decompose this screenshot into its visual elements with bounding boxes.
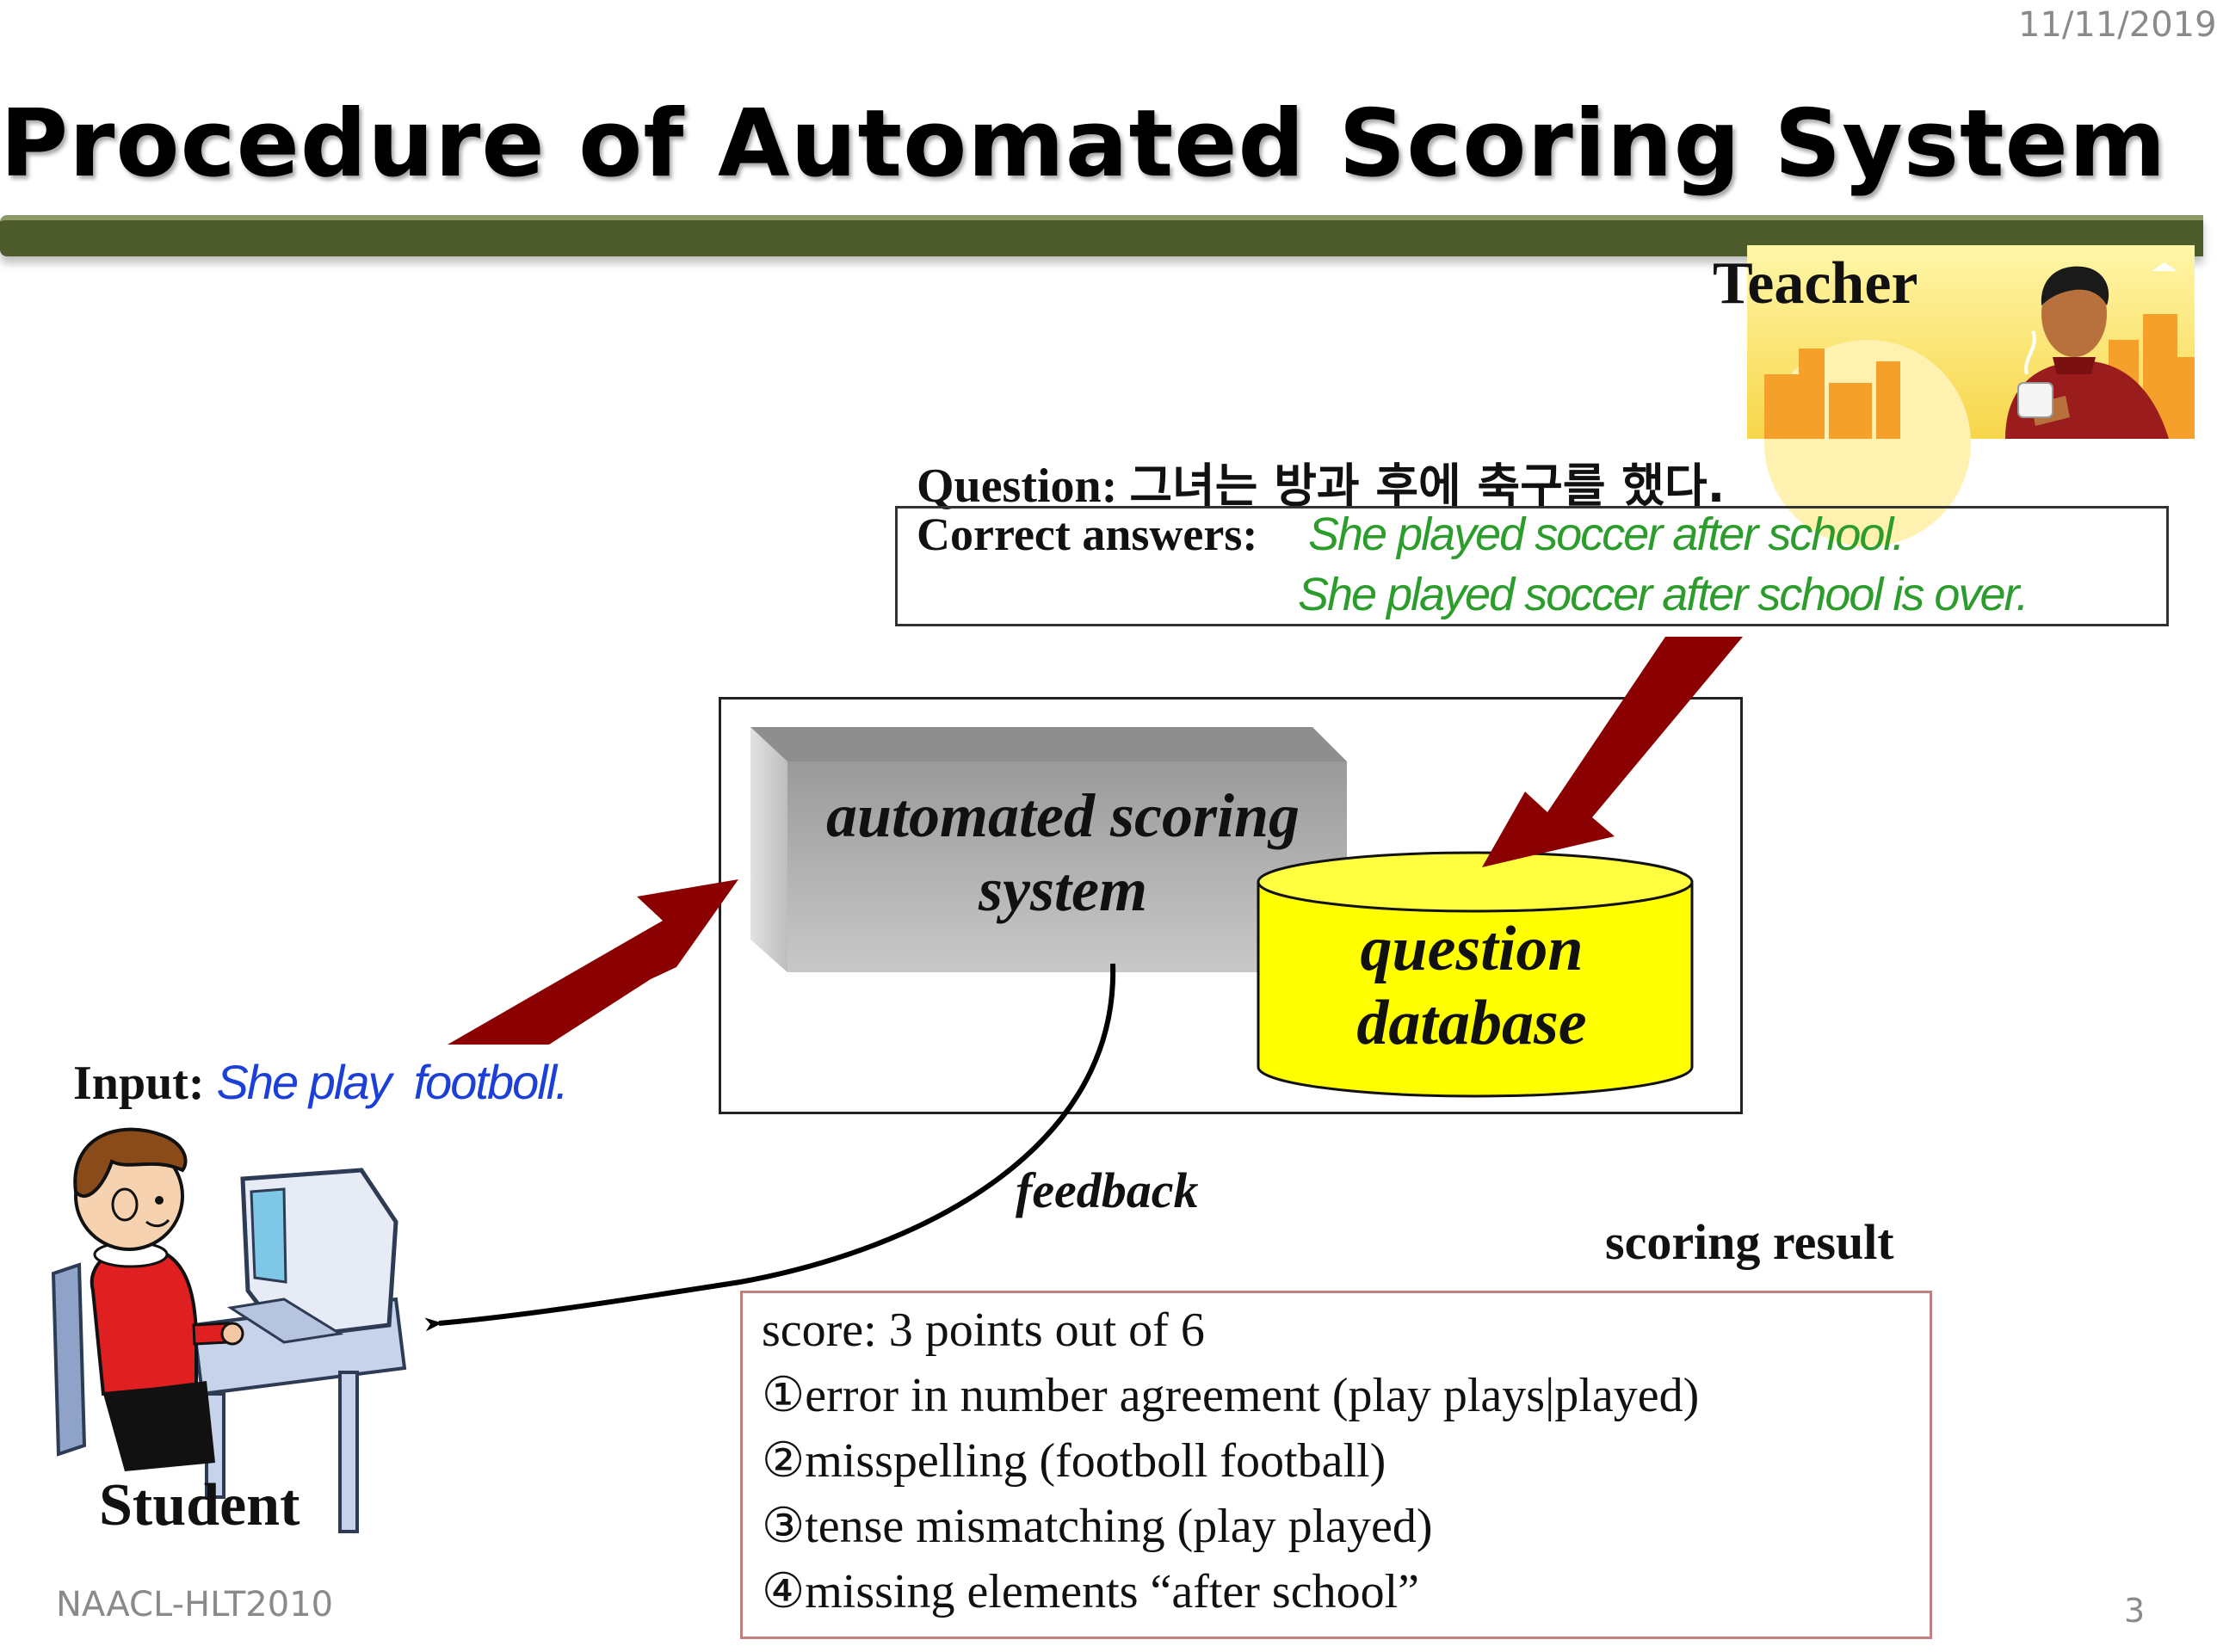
teacher-label: Teacher	[1713, 250, 1918, 317]
correct-answer-1: She played soccer after school.	[1308, 509, 1905, 560]
scoring-result-lines: score: 3 points out of 6 ①error in numbe…	[762, 1298, 1699, 1624]
input-line: Input: She play footboll.	[73, 1054, 569, 1111]
error-item-3: ③tense mismatching (play played)	[762, 1500, 1433, 1553]
database-cylinder	[1257, 851, 1694, 1098]
input-label: Input:	[73, 1057, 205, 1110]
scoring-system-block	[750, 727, 1347, 972]
scoring-system-label: automated scoring system	[825, 781, 1300, 924]
input-value: She play footboll.	[216, 1055, 569, 1109]
question-line: Question: 그녀는 방과 후에 축구를 했다.	[917, 447, 1725, 515]
feedback-arrow	[424, 963, 1116, 1332]
error-item-4: ④missing elements “after school”	[762, 1565, 1419, 1618]
system-frame	[719, 697, 1743, 1114]
scoring-result-box	[740, 1291, 1932, 1639]
question-text: 그녀는 방과 후에 축구를 했다.	[1129, 459, 1726, 513]
error-item-1: ①error in number agreement (play plays|p…	[762, 1369, 1700, 1422]
correct-answers-box	[895, 506, 2169, 626]
score-line: score: 3 points out of 6	[762, 1304, 1205, 1357]
footer-venue: NAACL-HLT2010	[56, 1585, 334, 1624]
date-stamp: 11/11/2019	[2018, 5, 2217, 45]
error-item-2: ②misspelling (footboll football)	[762, 1434, 1386, 1488]
input-to-system-arrow	[448, 879, 738, 1045]
feedback-label: feedback	[1016, 1162, 1199, 1218]
slide-title: Procedure of Automated Scoring System	[0, 90, 2167, 198]
database-label: question database	[1356, 914, 1587, 1058]
scoring-result-label: scoring result	[1605, 1214, 1894, 1270]
question-label: Question:	[917, 459, 1118, 513]
student-label: Student	[99, 1472, 300, 1538]
correct-answers-label: Correct answers:	[917, 509, 1258, 560]
page-number: 3	[2124, 1592, 2146, 1630]
answers-to-database-arrow	[1482, 637, 1743, 867]
correct-answer-2: She played soccer after school is over.	[1298, 569, 2029, 620]
student-computer-illustration	[51, 1127, 407, 1533]
teacher-illustration	[1747, 245, 2195, 546]
